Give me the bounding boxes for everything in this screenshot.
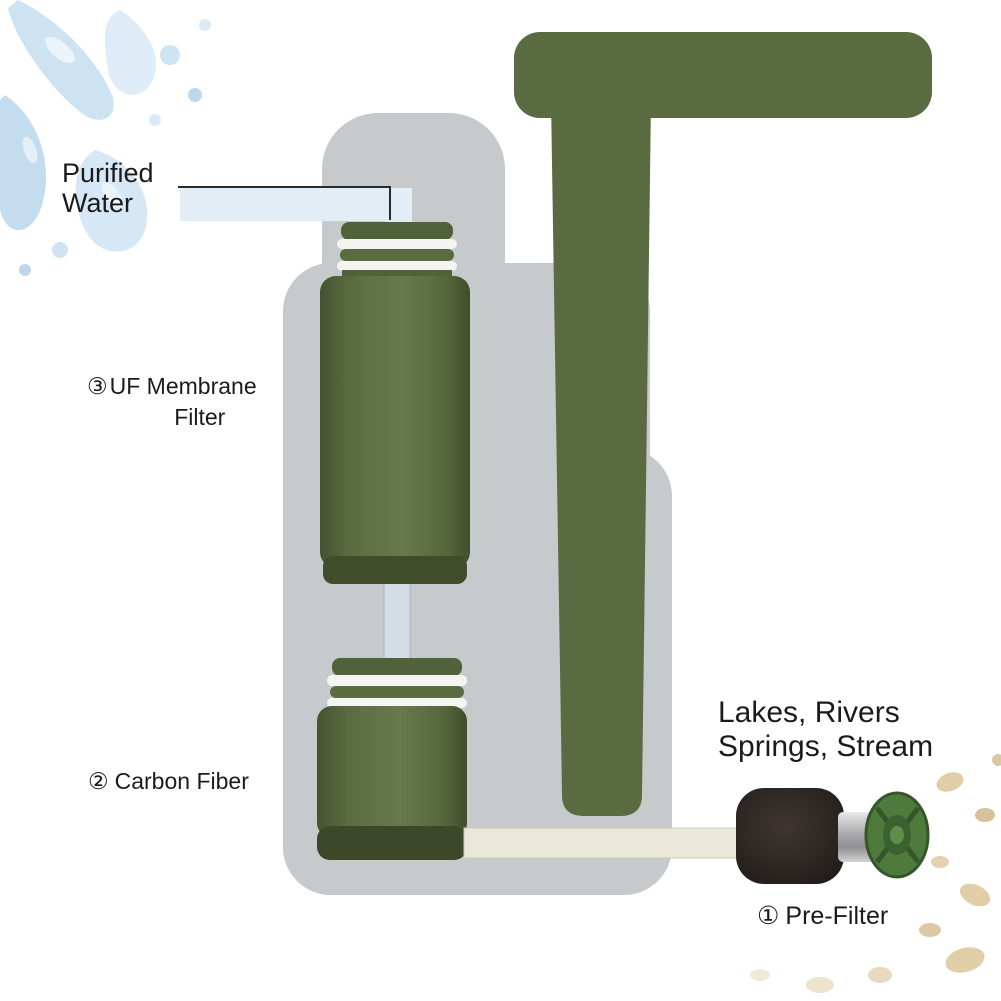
uf-membrane-text-line2: Filter bbox=[174, 404, 226, 430]
water-splash-icon bbox=[0, 0, 211, 276]
inlet-tube bbox=[463, 827, 751, 859]
uf-membrane-text: UF Membrane bbox=[109, 373, 257, 399]
uf-membrane-number: ③ bbox=[87, 373, 108, 399]
purified-water-line2: Water bbox=[62, 188, 134, 218]
water-source-label: Lakes, Rivers Springs, Stream bbox=[718, 696, 933, 764]
pre-filter-number: ① bbox=[757, 902, 780, 930]
water-source-line1: Lakes, Rivers bbox=[718, 696, 900, 729]
water-source-line2: Springs, Stream bbox=[718, 730, 934, 763]
pre-filter bbox=[736, 788, 930, 884]
purified-water-line1: Purified bbox=[62, 158, 154, 188]
carbon-fiber-filter bbox=[317, 658, 467, 860]
pump-handle bbox=[514, 32, 932, 816]
uf-membrane-filter-label: ③UF Membrane Filter bbox=[87, 371, 257, 433]
pre-filter-text: Pre-Filter bbox=[785, 902, 889, 930]
carbon-fiber-number: ② bbox=[88, 768, 109, 794]
water-drops-icon bbox=[750, 754, 1001, 993]
purified-water-label: Purified Water bbox=[62, 158, 154, 218]
carbon-fiber-text: Carbon Fiber bbox=[114, 768, 249, 794]
uf-membrane-filter bbox=[320, 222, 470, 584]
